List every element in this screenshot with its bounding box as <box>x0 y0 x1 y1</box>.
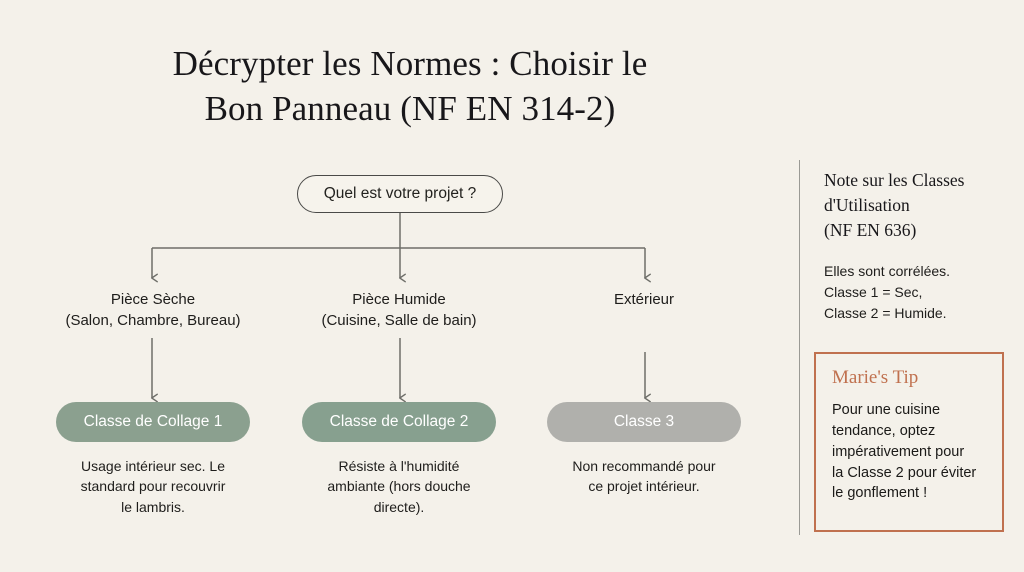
flow-root-node[interactable]: Quel est votre projet ? <box>297 175 503 213</box>
branch-label-piece-seche: Pièce Sèche (Salon, Chambre, Bureau) <box>28 289 278 332</box>
flow-root-node-label: Quel est votre projet ? <box>323 185 477 202</box>
class-description-line-2: ambiante (hors douche <box>327 478 471 495</box>
branch-label-line-2: (Salon, Chambre, Bureau) <box>65 312 241 330</box>
page-title-line-1: Décrypter les Normes : Choisir le <box>172 44 648 83</box>
sidebar-note: Note sur les Classes d'Utilisation (NF E… <box>824 168 1010 324</box>
tip-callout-line-5: le gonflement ! <box>832 485 928 502</box>
class-description-2: Résiste à l'humidité ambiante (hors douc… <box>284 456 514 517</box>
class-box-collage-1[interactable]: Classe de Collage 1 <box>56 402 250 442</box>
note-body-line-3: Classe 2 = Humide. <box>824 305 947 322</box>
tip-callout-body: Pour une cuisine tendance, optez impérat… <box>832 400 988 504</box>
class-box-collage-2[interactable]: Classe de Collage 2 <box>302 402 496 442</box>
branch-label-exterieur: Extérieur <box>519 289 769 310</box>
tip-callout-title: Marie's Tip <box>832 367 919 388</box>
flowchart-connectors <box>151 213 651 403</box>
class-description-line-1: Usage intérieur sec. Le <box>81 458 225 474</box>
note-body-line-1: Elles sont corrélées. <box>824 262 951 279</box>
class-box-label: Classe de Collage 1 <box>83 413 223 430</box>
branch-label-line-1: Pièce Humide <box>352 291 446 308</box>
flowchart: Quel est votre projet ? Pièce Sèche (Sal… <box>28 175 769 517</box>
tip-callout-line-1: Pour une cuisine <box>832 401 941 418</box>
class-description-line-3: directe). <box>373 498 425 515</box>
class-description-1: Usage intérieur sec. Le standard pour re… <box>38 456 268 517</box>
page-title-line-2: Bon Panneau (NF EN 314-2) <box>204 88 616 128</box>
class-description-line-1: Résiste à l'humidité <box>338 458 460 474</box>
class-description-line-2: ce projet intérieur. <box>588 478 700 495</box>
note-body-line-2: Classe 1 = Sec, <box>824 283 923 300</box>
class-description-line-3: le lambris. <box>121 498 185 515</box>
branch-label-piece-humide: Pièce Humide (Cuisine, Salle de bain) <box>274 289 524 332</box>
vertical-divider <box>799 160 800 535</box>
note-body: Elles sont corrélées. Classe 1 = Sec, Cl… <box>824 261 1010 325</box>
class-box-label: Classe de Collage 2 <box>329 413 469 430</box>
tip-callout-line-4: la Classe 2 pour éviter <box>832 464 977 481</box>
note-heading-line-3: (NF EN 636) <box>824 219 917 240</box>
class-description-line-1: Non recommandé pour <box>572 458 716 474</box>
class-description-line-2: standard pour recouvrir <box>80 478 226 495</box>
tip-callout: Marie's Tip Pour une cuisine tendance, o… <box>814 352 1004 532</box>
note-heading-line-1: Note sur les Classes <box>824 170 965 190</box>
note-heading-line-2: d'Utilisation <box>824 194 910 215</box>
class-box-classe-3[interactable]: Classe 3 <box>547 402 741 442</box>
class-description-3: Non recommandé pour ce projet intérieur. <box>529 456 759 497</box>
tip-callout-line-3: impérativement pour <box>832 443 965 460</box>
branch-label-line-2: (Cuisine, Salle de bain) <box>321 312 477 330</box>
branch-label-line-1: Extérieur <box>613 291 675 308</box>
page-title: Décrypter les Normes : Choisir le Bon Pa… <box>60 42 760 132</box>
class-box-label: Classe 3 <box>613 413 675 430</box>
tip-callout-line-2: tendance, optez <box>832 422 936 439</box>
branch-label-line-1: Pièce Sèche <box>110 291 196 308</box>
note-heading: Note sur les Classes d'Utilisation (NF E… <box>824 168 1010 243</box>
